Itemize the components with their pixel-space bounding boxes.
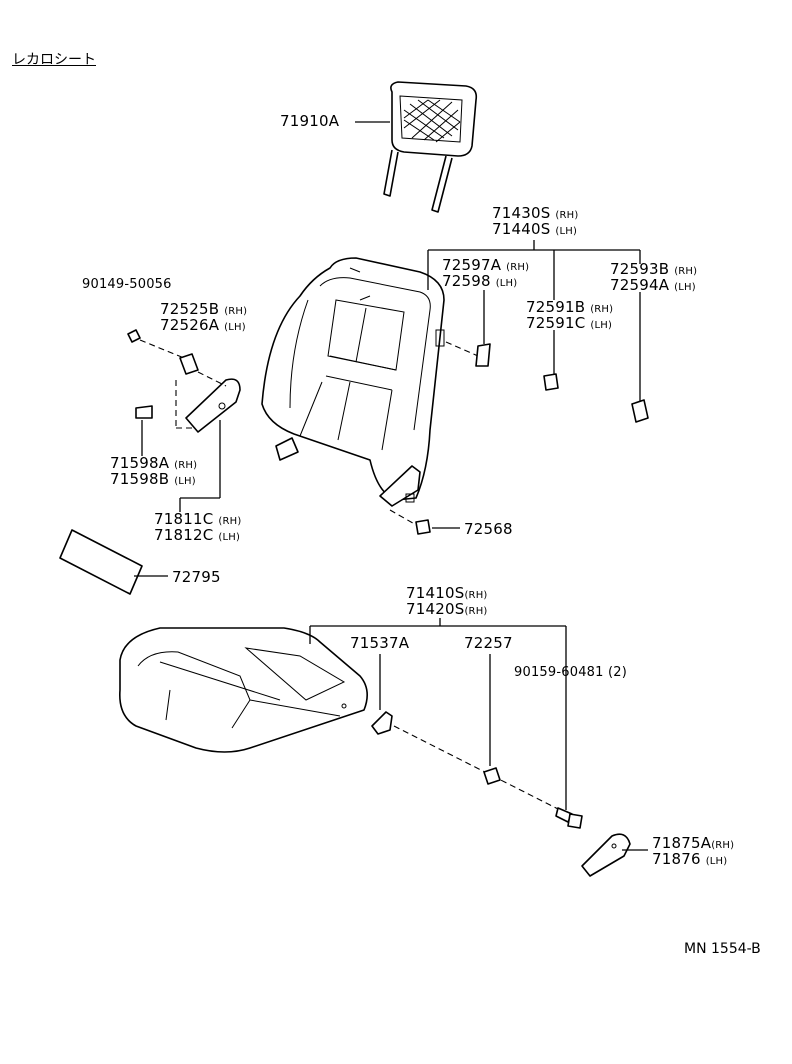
label-72598: 72598 (LH): [442, 272, 518, 290]
label-71598a: 71598A (RH): [110, 454, 198, 472]
knob-72568-drawing: [389, 509, 460, 535]
nut-72257-drawing: [483, 767, 501, 785]
label-71537a: 71537A: [350, 634, 410, 652]
label-71811c: 71811C (RH): [154, 510, 242, 528]
cover-72593b-drawing: [631, 399, 649, 423]
clip-72597a-drawing: [475, 343, 491, 367]
label-71598b: 71598B (LH): [110, 470, 196, 488]
pad-72795-drawing: [59, 529, 168, 595]
bolt-90159-drawing: [555, 807, 583, 829]
label-72525b: 72525B (RH): [160, 300, 248, 318]
label-71440s: 71440S (LH): [492, 220, 578, 238]
label-71876: 71876 (LH): [652, 850, 728, 868]
page-title: レカロシート: [12, 52, 96, 68]
label-72568: 72568: [464, 520, 513, 538]
hinge-group-drawing: [127, 329, 241, 512]
label-72594a: 72594A (LH): [610, 276, 696, 294]
seat-cushion-drawing: [119, 627, 368, 753]
label-72526a: 72526A (LH): [160, 316, 246, 334]
label-72593b: 72593B (RH): [610, 260, 698, 278]
label-71812c: 71812C (LH): [154, 526, 241, 544]
seat-back-drawing: [261, 257, 445, 507]
label-72795: 72795: [172, 568, 221, 586]
cap-72591b-drawing: [543, 373, 559, 391]
label-72591b: 72591B (RH): [526, 298, 614, 316]
label-90159-60481: 90159-60481 (2): [514, 665, 627, 680]
label-72591c: 72591C (LH): [526, 314, 613, 332]
seat-cushion-leaders: [309, 618, 567, 811]
label-71875a: 71875A(RH): [652, 834, 735, 852]
headrest-drawing: [355, 81, 478, 213]
diagram-code: MN 1554-B: [684, 941, 761, 957]
label-71430s: 71430S (RH): [492, 204, 579, 222]
cover-71875a-drawing: [581, 833, 648, 877]
label-71410s: 71410S(RH): [406, 584, 488, 602]
label-71910a: 71910A: [280, 112, 340, 130]
bracket-71537a-drawing: [371, 711, 393, 735]
seat-back-leaders: [427, 240, 641, 404]
label-72597a: 72597A (RH): [442, 256, 530, 274]
label-90149-50056: 90149-50056: [82, 277, 172, 292]
label-71420s: 71420S(RH): [406, 600, 488, 618]
label-72257: 72257: [464, 634, 513, 652]
